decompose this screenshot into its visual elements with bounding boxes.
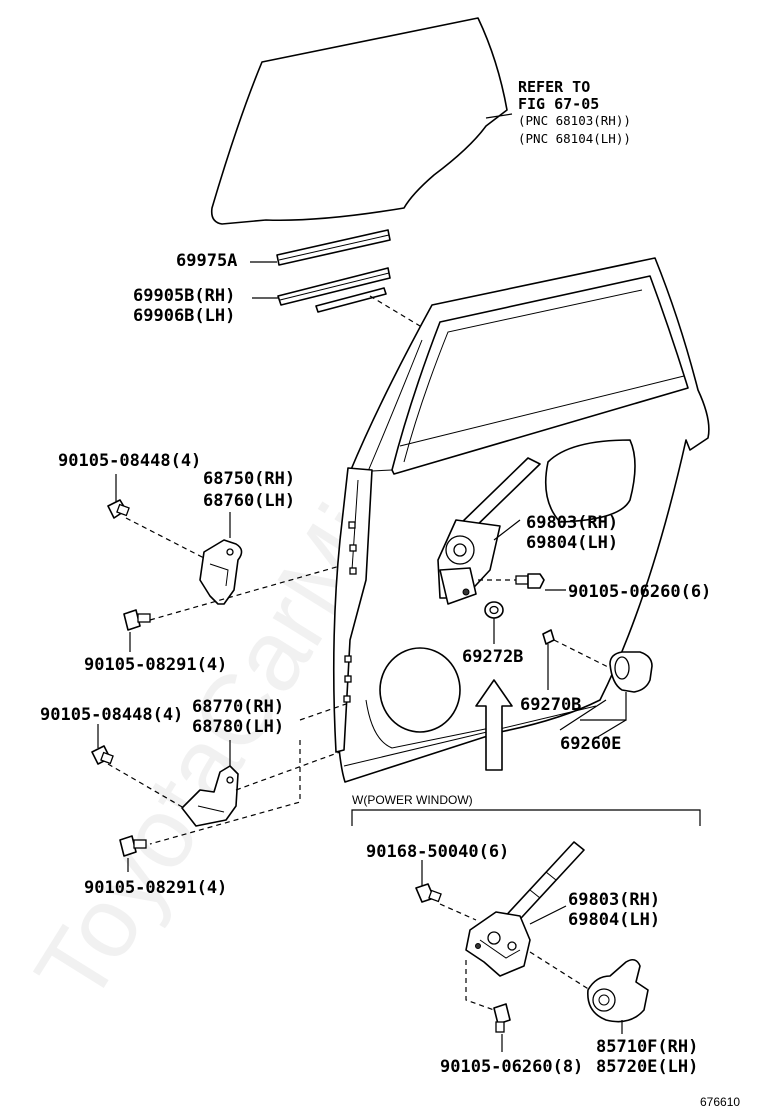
window-motor-85710f xyxy=(587,958,649,1034)
refer-line-2: FIG 67-05 xyxy=(518,95,599,113)
bolt-90168-50040 xyxy=(415,860,477,921)
label-68770: 68770(RH) xyxy=(192,697,284,717)
label-90105-08448-upper: 90105-08448(4) xyxy=(58,451,201,471)
label-69975a: 69975A xyxy=(176,251,237,271)
window-regulator-power xyxy=(465,841,591,1011)
label-68760: 68760(LH) xyxy=(203,491,295,511)
label-69905b: 69905B(RH) xyxy=(133,286,235,306)
label-85710f: 85710F(RH) xyxy=(596,1037,698,1057)
front-arrow-icon xyxy=(475,679,513,771)
bolt-90105-08291-lower xyxy=(119,835,147,872)
figure-id: 676610 xyxy=(700,1095,740,1109)
clip-69270b xyxy=(542,629,611,690)
upper-hinge-68750 xyxy=(125,517,341,621)
label-69906b: 69906B(LH) xyxy=(133,306,235,326)
refer-line-1: REFER TO xyxy=(518,78,590,96)
hinge-to-door-line xyxy=(299,703,347,721)
label-69803-upper: 69803(RH) xyxy=(526,513,618,533)
label-69270b: 69270B xyxy=(520,695,581,715)
leader-69260e xyxy=(595,719,627,739)
label-68780: 68780(LH) xyxy=(192,717,284,737)
label-85720e: 85720E(LH) xyxy=(596,1057,698,1077)
refer-note: REFER TO FIG 67-05 (PNC 68103(RH)) (PNC … xyxy=(518,78,631,146)
label-69804-upper: 69804(LH) xyxy=(526,533,618,553)
power-window-caption: W(POWER WINDOW) xyxy=(352,793,473,807)
label-69803-lower: 69803(RH) xyxy=(568,890,660,910)
bolt-90105-08448-lower xyxy=(91,724,114,765)
label-69260e: 69260E xyxy=(560,734,621,754)
lower-hinge-68770 xyxy=(107,740,341,845)
refer-line-3: (PNC 68103(RH)) xyxy=(518,113,631,128)
bolt-90105-06260-8 xyxy=(493,1003,511,1052)
label-90105-08291-upper: 90105-08291(4) xyxy=(84,655,227,675)
label-69272b: 69272B xyxy=(462,647,523,667)
door-glass xyxy=(210,17,513,225)
label-68750: 68750(RH) xyxy=(203,469,295,489)
label-90105-06260-6: 90105-06260(6) xyxy=(568,582,711,602)
power-window-bracket xyxy=(351,809,701,826)
bolt-90105-08291-upper xyxy=(123,609,151,652)
rear-door-panel xyxy=(332,257,710,783)
label-69804-lower: 69804(LH) xyxy=(568,910,660,930)
label-90105-06260-8: 90105-06260(8) xyxy=(440,1057,583,1077)
handle-69260e xyxy=(580,651,653,721)
window-regulator-manual xyxy=(437,457,541,605)
label-90168-50040: 90168-50040(6) xyxy=(366,842,509,862)
label-90105-08448-lower: 90105-08448(4) xyxy=(40,705,183,725)
bolt-90105-06260-6 xyxy=(478,573,566,591)
bolt-90105-08448-upper xyxy=(107,499,130,519)
refer-line-4: (PNC 68104(LH)) xyxy=(518,131,631,146)
glass-run-69975a xyxy=(250,229,391,266)
grommet-69272b xyxy=(484,601,504,644)
label-90105-08291-lower: 90105-08291(4) xyxy=(84,878,227,898)
